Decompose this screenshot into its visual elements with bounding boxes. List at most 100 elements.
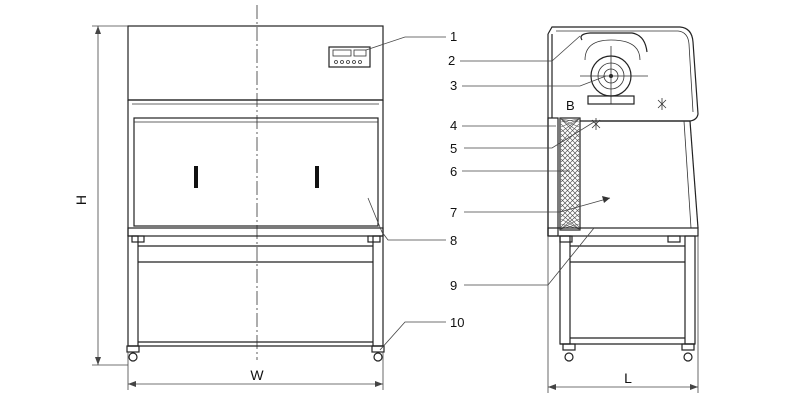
caster-right [373,352,383,362]
callout-4: 4 [450,118,457,133]
height-arrow-top [95,26,101,34]
fan-scroll [584,39,641,61]
side-work-surface [547,227,699,237]
hatch-line [560,198,580,218]
hatch-line [560,203,580,223]
length-dimension: L [547,236,699,393]
uv-lamp-icon [657,98,667,110]
hatch-line [560,208,580,228]
front-view [126,5,385,362]
hatch-line [560,118,580,128]
leader-5 [464,121,595,149]
side-leg-back [684,235,696,345]
leader-9 [464,227,595,286]
callout-2: 2 [448,53,455,68]
width-dimension: W [127,352,384,390]
callout-5: 5 [450,141,457,156]
callouts: 1 2 3 4 5 6 7 8 9 10 [365,29,611,351]
arrow-7 [602,196,610,203]
hatch-line [560,178,580,198]
leader-1 [365,36,446,51]
length-arrow-right [690,384,698,390]
hatch-line [560,153,580,173]
callout-6: 6 [450,164,457,179]
leader-8 [367,197,446,241]
side-caster-mount-front [562,343,576,351]
fan-motor-base [587,95,635,105]
hatch-line [560,173,580,193]
sash-mark: B [566,98,575,113]
callout-10: 10 [450,315,464,330]
sash-window [133,117,379,227]
side-back-wall [689,120,699,229]
side-housing-inner [556,30,694,113]
control-display [332,49,352,57]
side-caster-mount-back [681,343,695,351]
callout-9: 9 [450,278,457,293]
light-icon [591,118,601,130]
hatch-line [560,148,580,168]
control-display-2 [353,49,367,57]
control-button [340,60,344,64]
hepa-hatching [560,118,580,230]
control-button [334,60,338,64]
left-handle [194,166,198,188]
hatch-line [560,193,580,213]
length-arrow-left [548,384,556,390]
side-clip-right [667,235,681,243]
hatch-line [560,143,580,163]
callout-8: 8 [450,233,457,248]
callout-1: 1 [450,29,457,44]
caster-left [128,352,138,362]
width-arrow-right [375,381,383,387]
front-leg-right [372,235,384,347]
side-leg-front [559,235,571,345]
side-back-inner [683,120,692,229]
hatch-line [560,168,580,188]
hatch-line [560,138,580,158]
leader-2 [460,35,581,62]
width-label: W [250,367,264,383]
hatch-line [560,183,580,203]
callout-3: 3 [450,78,457,93]
leader-3 [462,75,607,87]
caster-mount-right [371,345,385,353]
side-caster-back [683,352,693,362]
hatch-line [560,118,580,133]
control-button [346,60,350,64]
front-leg-left [127,235,139,347]
hepa-filter [559,117,581,231]
leader-10 [379,321,446,351]
control-button [358,60,362,64]
side-housing-outline [547,26,699,122]
width-arrow-left [128,381,136,387]
right-handle [315,166,319,188]
control-panel [328,46,371,68]
caster-mount-left [126,345,140,353]
height-arrow-bottom [95,357,101,365]
control-button [352,60,356,64]
length-label: L [624,370,632,386]
side-view: B [547,26,699,362]
height-label: H [73,195,89,205]
hatch-line [560,133,580,153]
work-surface [127,227,384,237]
top-housing [127,25,384,101]
hatch-line [560,128,580,148]
surface-clip-right [367,235,381,243]
hatch-line [560,188,580,208]
fan-housing [580,32,648,53]
front-glass [547,117,559,237]
hatch-line [560,163,580,183]
side-caster-front [564,352,574,362]
hatch-line [560,123,580,143]
callout-7: 7 [450,205,457,220]
hatch-line [560,213,580,230]
leader-7 [464,197,611,213]
hatch-line [560,158,580,178]
height-dimension: H [73,25,128,366]
hatch-line [560,118,580,138]
hatch-line [560,218,580,230]
